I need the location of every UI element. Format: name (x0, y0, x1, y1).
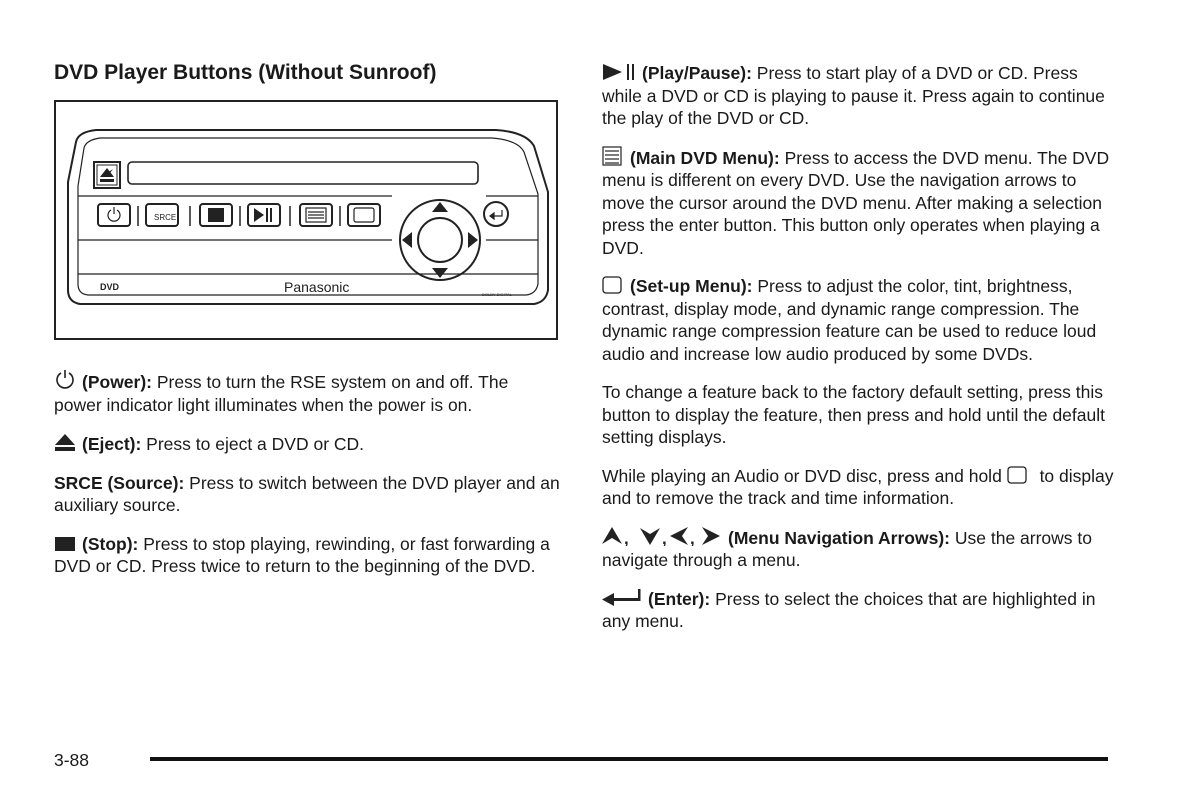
nav-arrows-text: Use the arrows to navigate through a men… (602, 527, 1092, 571)
setup-menu-inline-icon (1007, 465, 1027, 484)
right-column: (Play/Pause): Press to start play of a D… (602, 62, 1122, 649)
play-pause-label: (Play/Pause): (642, 63, 752, 83)
main-menu-label: (Main DVD Menu): (630, 147, 780, 168)
main-menu-description: (Main DVD Menu): Press to access the DVD… (602, 145, 1122, 260)
footer-rule (150, 757, 1108, 761)
brand-logo: Panasonic (284, 279, 349, 295)
enter-label: (Enter): (648, 588, 711, 609)
svg-text:,: , (662, 529, 667, 546)
setup-menu-label: (Set-up Menu): (630, 276, 753, 296)
source-text: Press to switch between the DVD player a… (54, 472, 560, 516)
stop-text: Press to stop playing, rewinding, or fas… (54, 533, 550, 577)
source-description: SRCE (Source): Press to switch between t… (54, 472, 560, 517)
page-number: 3-88 (54, 750, 90, 770)
dvd-player-drawing: SRCE Panasonic DVD DOLBY DIGITAL (67, 129, 549, 305)
eject-description: (Eject): Press to eject a DVD or CD. (54, 432, 560, 456)
power-text: Press to turn the RSE system on and off.… (54, 372, 509, 415)
stop-label: (Stop): (82, 533, 139, 554)
dolby-logo: DOLBY DIGITAL (482, 292, 513, 297)
srce-label: SRCE (154, 213, 176, 222)
setup-menu-icon (602, 276, 622, 294)
play-pause-description: (Play/Pause): Press to start play of a D… (602, 62, 1122, 130)
factory-default-paragraph: To change a feature back to the factory … (602, 382, 1105, 447)
enter-text: Press to select the choices that are hig… (602, 588, 1096, 632)
track-info-text: While playing an Audio or DVD disc, pres… (602, 465, 1002, 486)
enter-description: (Enter): Press to select the choices tha… (602, 588, 1122, 633)
svg-text:,: , (690, 529, 695, 546)
dvd-logo: DVD (100, 282, 120, 292)
track-info-paragraph: While playing an Audio or DVD disc, pres… (602, 465, 1122, 510)
play-pause-icon (603, 64, 634, 80)
eject-text: Press to eject a DVD or CD. (141, 434, 365, 454)
section-heading: DVD Player Buttons (Without Sunroof) (54, 61, 437, 84)
power-icon (56, 370, 74, 389)
nav-arrows-label: (Menu Navigation Arrows): (728, 527, 950, 548)
power-description: (Power): Press to turn the RSE system on… (54, 368, 560, 416)
power-label: (Power): (82, 372, 152, 392)
eject-icon (55, 434, 75, 451)
dvd-player-illustration: SRCE Panasonic DVD DOLBY DIGITAL (54, 100, 558, 340)
setup-menu-description: (Set-up Menu): Press to adjust the color… (602, 275, 1122, 365)
eject-label: (Eject): (82, 434, 142, 454)
stop-icon (55, 536, 75, 551)
stop-description: (Stop): Press to stop playing, rewinding… (54, 533, 560, 578)
left-column: DVD Player Buttons (Without Sunroof) (54, 60, 560, 594)
source-label: SRCE (Source): (54, 472, 185, 493)
play-pause-text: Press to start play of a DVD or CD. Pres… (602, 63, 1105, 128)
setup-menu-text: Press to adjust the color, tint, brightn… (602, 276, 1097, 364)
track-info-tail: to display and to remove the track and t… (602, 465, 1114, 509)
nav-arrows-icon: , , , (602, 526, 720, 546)
main-menu-text: Press to access the DVD menu. The DVD me… (602, 147, 1110, 258)
main-menu-icon (602, 145, 622, 166)
svg-text:,: , (624, 529, 629, 546)
enter-icon (602, 588, 641, 606)
nav-arrows-description: , , , (Menu Navigation Arrows): Use the … (602, 526, 1122, 572)
